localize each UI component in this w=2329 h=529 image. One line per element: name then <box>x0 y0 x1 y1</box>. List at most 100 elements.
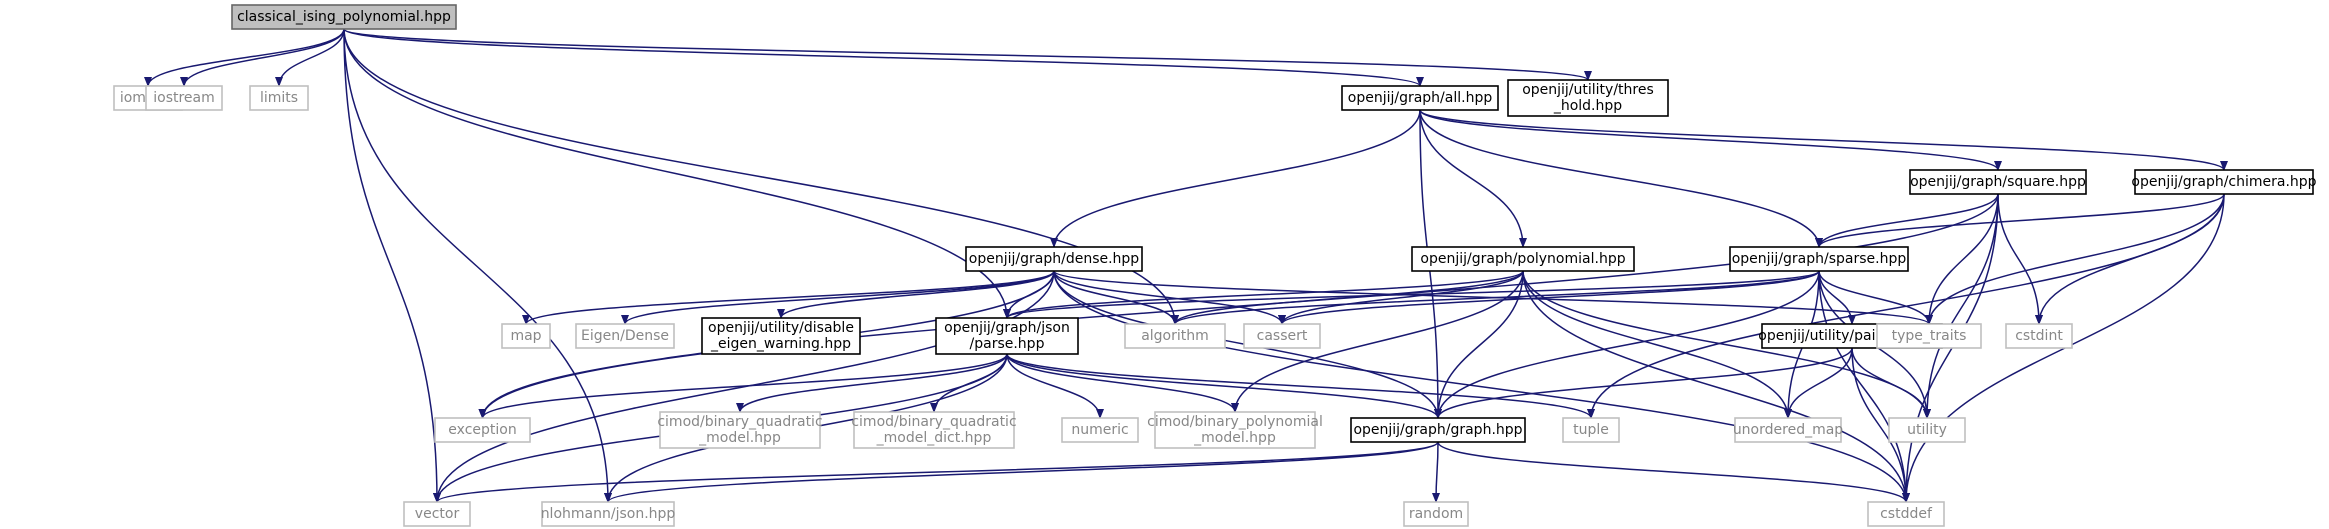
edge-dense-to-disable <box>777 270 1055 319</box>
edge-polynomial-to-unordered_map <box>1522 270 1792 419</box>
node-map: map <box>501 323 551 349</box>
edge-dense-to-map <box>522 270 1055 325</box>
node-box-bqm <box>659 411 821 449</box>
edge-polynomial-to-cstddef <box>1522 270 1910 503</box>
node-box-utility <box>1888 417 1966 443</box>
node-chimera[interactable]: openjij/graph/chimera.hpp <box>2131 169 2317 195</box>
edge-root-to-iomanip <box>144 28 345 87</box>
node-label-dense: openjij/graph/dense.hpp <box>969 251 1140 267</box>
node-box-disable <box>701 317 861 355</box>
node-box-cstdint <box>2005 323 2073 349</box>
edge-chimera-to-sparse <box>1815 193 2225 248</box>
node-polynomial[interactable]: openjij/graph/polynomial.hpp <box>1411 246 1635 272</box>
node-box-iostream <box>145 85 223 111</box>
node-graph[interactable]: openjij/graph/graph.hpp <box>1350 417 1526 443</box>
node-label-parse-1: openjij/graph/json <box>944 320 1070 336</box>
edge-pairhash-to-cstddef <box>1851 347 1910 503</box>
node-thres[interactable]: openjij/utility/thres_hold.hpp <box>1507 79 1669 117</box>
node-label-limits: limits <box>260 90 298 106</box>
node-dense[interactable]: openjij/graph/dense.hpp <box>965 246 1143 272</box>
node-box-polynomial <box>1411 246 1635 272</box>
node-box-bqmdict <box>853 411 1015 449</box>
node-box-limits <box>249 85 309 111</box>
node-box-square <box>1909 169 2087 195</box>
node-label-cassert: cassert <box>1257 328 1308 344</box>
node-bqm: cimod/binary_quadratic_model.hpp <box>657 411 823 449</box>
edge-sparse-to-cstddef <box>1818 270 1910 503</box>
node-box-graph <box>1350 417 1526 443</box>
edge-all-to-polynomial <box>1419 109 1527 248</box>
edge-graph-to-vector <box>433 441 1439 503</box>
node-cstddef: cstddef <box>1867 501 1945 527</box>
node-cassert: cassert <box>1243 323 1321 349</box>
edge-dense-to-eigen <box>621 270 1055 325</box>
node-vector: vector <box>403 501 471 527</box>
node-all[interactable]: openjij/graph/all.hpp <box>1341 85 1499 111</box>
node-label-unordered_map: unordered_map <box>1733 422 1843 438</box>
edge-parse-to-bpm <box>1006 353 1239 413</box>
edge-sparse-to-type_traits <box>1818 270 1933 325</box>
edge-square-to-cstdint <box>1997 193 2043 325</box>
edge-parse-to-tuple <box>1006 353 1595 419</box>
node-label-disable-2: _eigen_warning.hpp <box>710 336 851 352</box>
node-disable[interactable]: openjij/utility/disable_eigen_warning.hp… <box>701 317 861 355</box>
node-numeric: numeric <box>1061 417 1139 443</box>
node-square[interactable]: openjij/graph/square.hpp <box>1909 169 2087 195</box>
edge-square-to-sparse <box>1815 193 1999 248</box>
edges-layer <box>144 28 2228 503</box>
edge-polynomial-to-cassert <box>1278 270 1524 325</box>
node-label-type_traits: type_traits <box>1892 328 1967 344</box>
edge-chimera-to-type_traits <box>1925 193 2225 325</box>
node-label-bqm-1: cimod/binary_quadratic <box>657 414 822 430</box>
node-label-bpm-2: _model.hpp <box>1193 430 1276 446</box>
node-sparse[interactable]: openjij/graph/sparse.hpp <box>1729 246 1909 272</box>
node-label-parse-2: /parse.hpp <box>970 336 1045 352</box>
node-label-json: nlohmann/json.hpp <box>541 506 676 522</box>
node-box-bpm <box>1154 411 1316 449</box>
node-label-numeric: numeric <box>1071 422 1128 438</box>
edge-polynomial-to-graph <box>1434 270 1524 419</box>
node-label-cstdint: cstdint <box>2015 328 2063 344</box>
node-limits: limits <box>249 85 309 111</box>
node-bpm: cimod/binary_polynomial_model.hpp <box>1147 411 1323 449</box>
edge-dense-to-algorithm <box>1053 270 1179 325</box>
edge-parse-to-numeric <box>1006 353 1104 419</box>
edge-root-to-thres <box>343 28 1592 81</box>
edge-root-to-vector <box>343 28 441 503</box>
node-random: random <box>1403 501 1469 527</box>
edge-dense-to-cstddef <box>1053 270 1910 503</box>
nodes-layer: classical_ising_polynomial.hppiomanipios… <box>113 4 2317 527</box>
node-tuple: tuple <box>1562 417 1620 443</box>
node-label-all: openjij/graph/all.hpp <box>1348 90 1493 106</box>
node-box-exception <box>434 417 531 443</box>
node-exception: exception <box>434 417 531 443</box>
node-label-utility: utility <box>1907 422 1947 438</box>
edge-sparse-to-algorithm <box>1171 270 1820 325</box>
node-label-thres-2: _hold.hpp <box>1553 98 1622 114</box>
node-label-bpm-1: cimod/binary_polynomial <box>1147 414 1323 430</box>
node-box-map <box>501 323 551 349</box>
edge-root-to-parse <box>343 28 1011 319</box>
node-parse[interactable]: openjij/graph/json/parse.hpp <box>935 317 1079 355</box>
node-box-chimera <box>2134 169 2314 195</box>
edge-root-to-iostream <box>180 28 345 87</box>
node-box-cstddef <box>1867 501 1945 527</box>
node-box-root <box>231 4 457 30</box>
edge-root-to-all <box>343 28 1424 87</box>
edge-dense-to-cassert <box>1053 270 1286 325</box>
node-label-bqmdict-2: _model_dict.hpp <box>876 430 992 446</box>
node-box-cassert <box>1243 323 1321 349</box>
edge-graph-to-random <box>1432 441 1441 503</box>
node-iostream: iostream <box>145 85 223 111</box>
edge-all-to-sparse <box>1419 109 1823 248</box>
node-box-thres <box>1507 79 1669 117</box>
node-label-graph: openjij/graph/graph.hpp <box>1353 422 1522 438</box>
node-box-algorithm <box>1124 323 1226 349</box>
node-box-dense <box>965 246 1143 272</box>
node-unordered_map: unordered_map <box>1733 417 1843 443</box>
edge-parse-to-exception <box>478 353 1008 419</box>
node-root[interactable]: classical_ising_polynomial.hpp <box>231 4 457 30</box>
node-box-parse <box>935 317 1079 355</box>
edge-parse-to-graph <box>1006 353 1442 419</box>
